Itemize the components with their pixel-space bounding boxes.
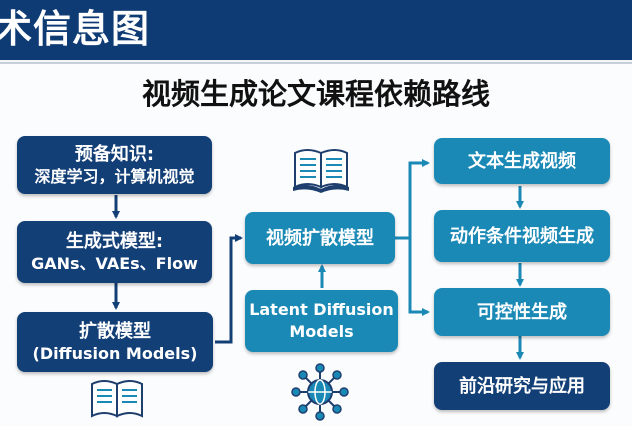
diagram-title: 视频生成论文课程依赖路线	[141, 77, 490, 111]
arrow-video-diffusion-to-controllable	[408, 238, 430, 316]
node-generative-models: 生成式模型: GANs、VAEs、Flow	[17, 221, 212, 283]
node-diffusion-line2: (Diffusion Models)	[32, 343, 198, 363]
arrow-diffusion-to-video-diffusion	[215, 234, 243, 344]
header-title: 术信息图	[0, 7, 151, 51]
node-prerequisites-line2: 深度学习，计算机视觉	[34, 166, 195, 186]
node-text-to-video-label: 文本生成视频	[468, 150, 576, 172]
node-latent-line2: Models	[289, 322, 354, 341]
node-video-diffusion-label: 视频扩散模型	[266, 227, 374, 249]
node-prerequisites-line1: 预备知识:	[74, 143, 155, 165]
node-controllable: 可控性生成	[434, 288, 610, 336]
arrow-video-diffusion-to-branches	[395, 159, 430, 240]
node-diffusion-line1: 扩散模型	[79, 320, 151, 342]
node-generative-line1: 生成式模型:	[65, 230, 164, 252]
open-book-icon	[293, 149, 349, 193]
node-generative-line2: GANs、VAEs、Flow	[31, 253, 198, 273]
node-frontier: 前沿研究与应用	[434, 362, 610, 410]
node-action-label: 动作条件视频生成	[450, 225, 594, 247]
header-bar: 术信息图	[0, 0, 632, 60]
node-video-diffusion: 视频扩散模型	[245, 212, 395, 264]
node-diffusion-models: 扩散模型 (Diffusion Models)	[17, 312, 213, 372]
open-book-icon	[91, 380, 143, 418]
network-icon	[291, 363, 349, 421]
node-latent-diffusion: Latent Diffusion Models	[245, 290, 398, 352]
node-controllable-label: 可控性生成	[477, 301, 567, 323]
node-prerequisites: 预备知识: 深度学习，计算机视觉	[17, 136, 212, 194]
node-frontier-label: 前沿研究与应用	[459, 375, 585, 397]
node-action-conditioned: 动作条件视频生成	[434, 210, 610, 262]
node-text-to-video: 文本生成视频	[434, 138, 610, 184]
node-latent-line1: Latent Diffusion	[249, 300, 394, 319]
